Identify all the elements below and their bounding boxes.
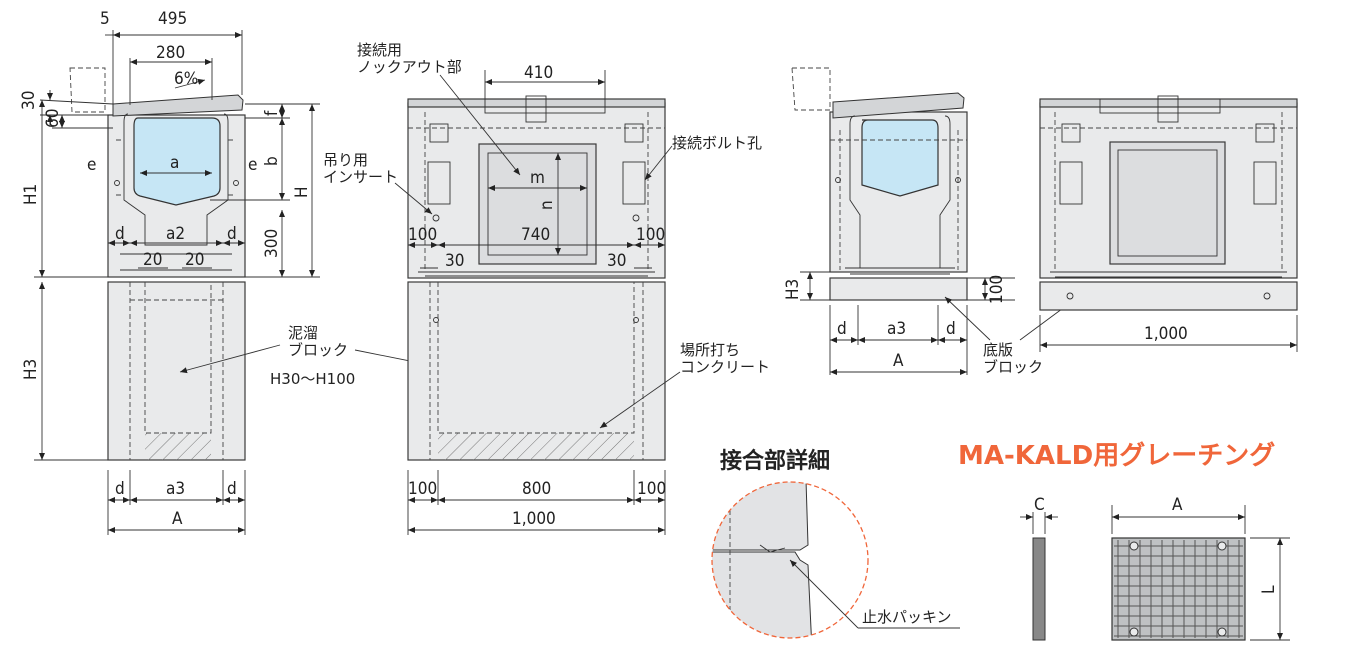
dim-grating-A: A — [1172, 495, 1183, 515]
front-view: 410 m n 100 740 100 30 30 100 800 100 1,… — [323, 41, 770, 535]
grating-side-view — [1032, 537, 1046, 641]
grating-bolt-icon — [1129, 627, 1139, 637]
dim-300: 300 — [262, 229, 282, 258]
dim-A: A — [172, 509, 183, 529]
dim-base-1000: 1,000 — [1144, 324, 1188, 344]
dim-base-A: A — [893, 351, 904, 371]
dim-base-d-right: d — [946, 319, 956, 339]
dim-base-a3: a3 — [887, 319, 906, 339]
dim-5: 5 — [100, 9, 110, 29]
dim-100-bottom-left: 100 — [408, 479, 437, 499]
label-sludge-range: H30〜H100 — [270, 370, 355, 388]
dim-740: 740 — [521, 225, 550, 245]
dim-100-right: 100 — [636, 225, 665, 245]
dim-base-d-left: d — [837, 319, 847, 339]
joint-detail-circle — [711, 481, 869, 639]
grating-title: MA-KALD用グレーチング — [958, 441, 1275, 471]
dim-base-H3: H3 — [783, 279, 803, 300]
dim-30: 30 — [19, 91, 39, 110]
dim-100-bottom-right: 100 — [637, 479, 666, 499]
dim-a3: a3 — [166, 479, 185, 499]
base-front-view: 1,000 底版ブロック — [983, 95, 1298, 376]
dim-d-right: d — [227, 224, 237, 244]
dim-d-bottom-left: d — [115, 479, 125, 499]
sludge-block — [107, 281, 246, 461]
label-line: ノックアウト部 — [357, 58, 462, 76]
label-line: ブロック — [983, 358, 1043, 376]
label-line: 場所打ち — [680, 341, 740, 359]
dim-H3: H3 — [21, 359, 41, 380]
base-block-section — [829, 277, 968, 301]
label-bolt-hole: 接続ボルト孔 — [672, 134, 762, 152]
label-knockout: 接続用ノックアウト部 — [357, 41, 462, 76]
dim-100-left: 100 — [408, 225, 437, 245]
dim-m: m — [530, 168, 545, 188]
dim-e-right: e — [248, 155, 257, 175]
label-base-block: 底版ブロック — [983, 341, 1043, 376]
channel-opening — [133, 117, 221, 206]
dim-d-left: d — [115, 224, 125, 244]
dim-a2: a2 — [166, 224, 185, 244]
joint-detail: 接合部詳細 止水パッキン — [711, 448, 960, 639]
grating-top-view — [1111, 537, 1246, 641]
dim-H: H — [292, 186, 312, 198]
dim-b: b — [262, 156, 282, 166]
label-line: ブロック — [288, 341, 348, 359]
label-lift-insert: 吊り用インサート — [323, 151, 398, 186]
dim-30-left: 30 — [445, 251, 464, 271]
front-sludge-block — [407, 281, 666, 461]
dim-n: n — [537, 200, 557, 210]
label-line: インサート — [323, 168, 398, 186]
label-line: 泥溜 — [288, 324, 318, 342]
label-cast-concrete: 場所打ちコンクリート — [680, 341, 770, 376]
dim-grating-C: C — [1034, 495, 1045, 515]
dim-800: 800 — [522, 479, 551, 499]
section-grating — [112, 94, 244, 117]
joint-detail-title: 接合部詳細 — [720, 448, 830, 474]
label-line: 接続用 — [357, 41, 402, 59]
dim-slope: 6% — [174, 69, 198, 89]
dim-20-left: 20 — [143, 250, 162, 270]
grating-section: MA-KALD用グレーチング C A L — [958, 441, 1290, 641]
label-line: 底版 — [983, 341, 1013, 359]
label-line: 吊り用 — [323, 151, 368, 169]
dim-1000: 1,000 — [512, 509, 556, 529]
label-line: コンクリート — [680, 358, 770, 376]
base-section-view: H3 100 d a3 d A — [783, 67, 1071, 375]
dim-20-right: 20 — [185, 250, 204, 270]
dim-e-left: e — [87, 155, 96, 175]
grating-bolt-icon — [1217, 541, 1227, 551]
dim-d-bottom-right: d — [227, 479, 237, 499]
dim-280: 280 — [156, 43, 185, 63]
base-block-front — [1039, 281, 1298, 311]
grating-bolt-icon — [1129, 541, 1139, 551]
dim-grating-L: L — [1259, 585, 1279, 594]
section-view: 5 495 280 6% 30 60 H1 H3 a e e f b 300 H… — [19, 9, 481, 535]
dim-60: 60 — [43, 109, 63, 128]
dim-a: a — [170, 153, 179, 173]
dim-495: 495 — [158, 9, 187, 29]
dim-410: 410 — [524, 63, 553, 83]
dim-30-right: 30 — [607, 251, 626, 271]
dim-H1: H1 — [21, 184, 41, 205]
dim-f: f — [262, 110, 282, 116]
grating-bolt-icon — [1217, 627, 1227, 637]
dim-base-100: 100 — [987, 275, 1007, 304]
label-sludge-block: 泥溜ブロック — [288, 324, 348, 359]
label-waterstop-packing: 止水パッキン — [862, 608, 952, 626]
